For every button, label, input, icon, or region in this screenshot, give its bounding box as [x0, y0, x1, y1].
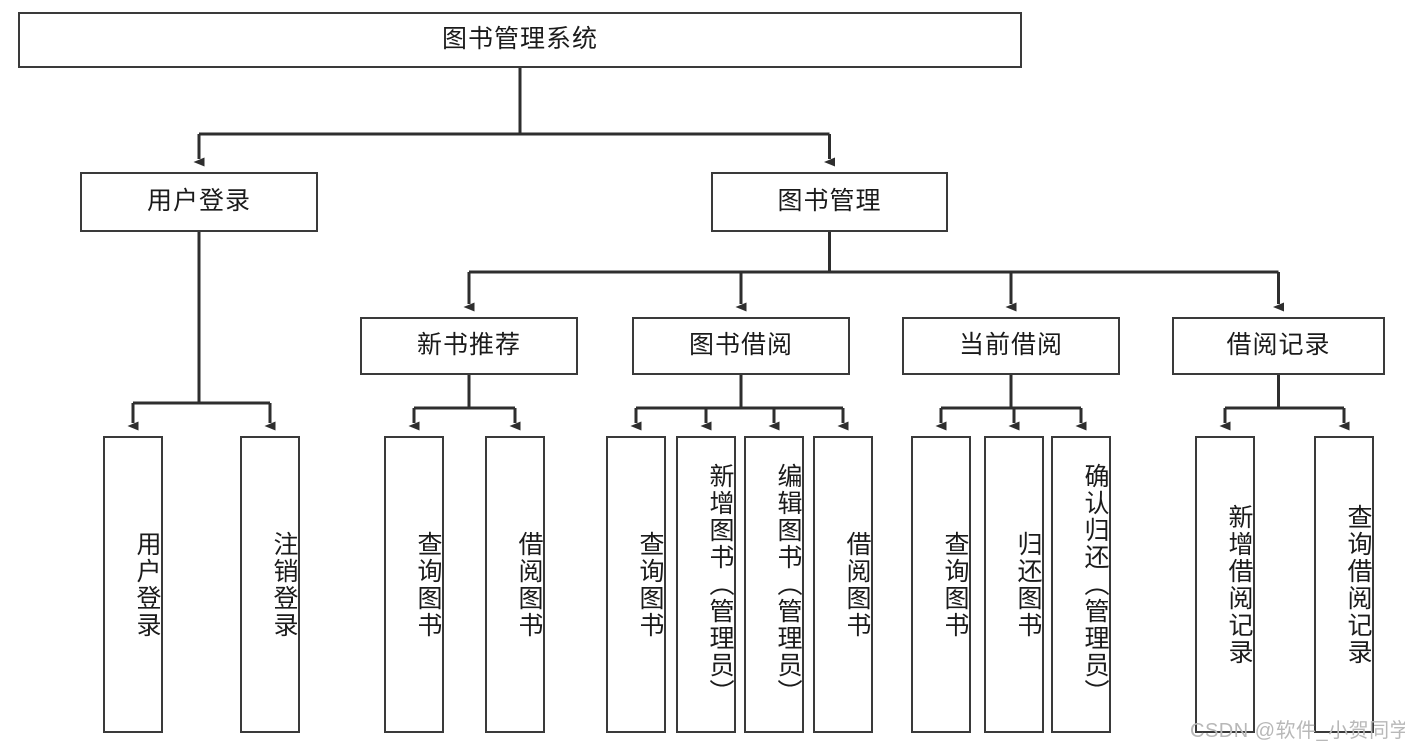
node-leaf-rec-borrow[interactable]: 借阅图书: [485, 436, 545, 733]
node-leaf-borrow-lend[interactable]: 借阅图书: [813, 436, 873, 733]
node-label: 图书借阅: [688, 331, 793, 360]
node-leaf-cur-query[interactable]: 查询图书: [911, 436, 971, 733]
node-leaf-rec-add[interactable]: 新增借阅记录: [1195, 436, 1255, 733]
node-label: 归还图书: [1014, 530, 1042, 639]
node-root[interactable]: 图书管理系统: [18, 12, 1022, 68]
node-new-book-rec[interactable]: 新书推荐: [360, 317, 578, 375]
node-book-manage[interactable]: 图书管理: [711, 172, 948, 232]
node-leaf-cur-return[interactable]: 归还图书: [984, 436, 1044, 733]
node-leaf-borrow-query[interactable]: 查询图书: [606, 436, 666, 733]
node-label: 图书管理系统: [441, 25, 598, 54]
node-label: 新书推荐: [416, 331, 521, 360]
node-user-login[interactable]: 用户登录: [80, 172, 318, 232]
node-label: 注销登录: [270, 530, 298, 639]
node-label: 借阅图书: [515, 530, 543, 639]
node-book-borrow[interactable]: 图书借阅: [632, 317, 850, 375]
node-label: 查询图书: [414, 530, 442, 639]
node-label: 用户登录: [146, 187, 251, 216]
node-leaf-borrow-edit[interactable]: 编辑图书（管理员）: [744, 436, 804, 733]
node-label: 编辑图书（管理员）: [774, 463, 802, 706]
node-leaf-cur-confirm[interactable]: 确认归还（管理员）: [1051, 436, 1111, 733]
node-borrow-record[interactable]: 借阅记录: [1172, 317, 1385, 375]
node-leaf-rec-query2[interactable]: 查询借阅记录: [1314, 436, 1374, 733]
node-label: 图书管理: [777, 187, 882, 216]
node-label: 借阅图书: [843, 530, 871, 639]
node-label: 借阅记录: [1226, 331, 1331, 360]
node-label: 新增图书（管理员）: [706, 463, 734, 706]
node-label: 查询借阅记录: [1344, 503, 1372, 666]
csdn-watermark: CSDN @软件_小贺同学: [1190, 720, 1405, 742]
node-label: 新增借阅记录: [1225, 503, 1253, 666]
node-label: 当前借阅: [958, 331, 1063, 360]
node-leaf-rec-query[interactable]: 查询图书: [384, 436, 444, 733]
node-leaf-borrow-add[interactable]: 新增图书（管理员）: [676, 436, 736, 733]
node-leaf-user-logout[interactable]: 注销登录: [240, 436, 300, 733]
node-label: 查询图书: [636, 530, 664, 639]
node-label: 用户登录: [133, 530, 161, 639]
node-leaf-user-login[interactable]: 用户登录: [103, 436, 163, 733]
node-current-borrow[interactable]: 当前借阅: [902, 317, 1120, 375]
node-label: 查询图书: [941, 530, 969, 639]
node-label: 确认归还（管理员）: [1081, 463, 1109, 706]
